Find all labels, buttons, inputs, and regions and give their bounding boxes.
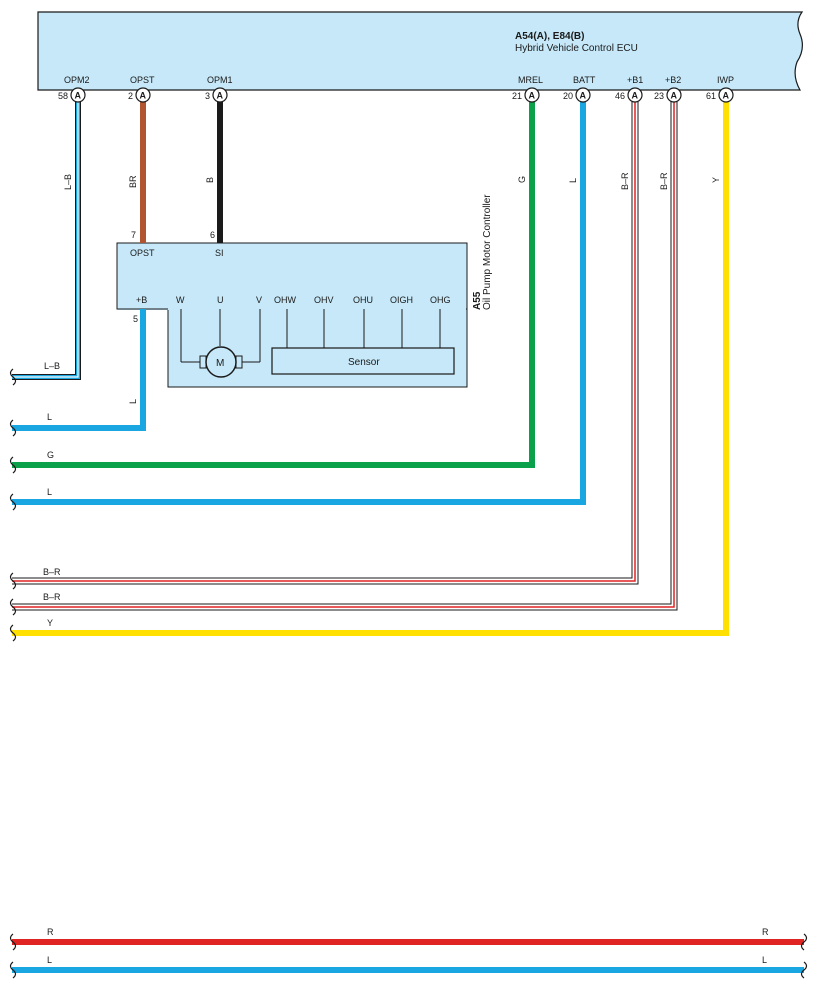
- ecu-code: A54(A), E84(B): [515, 31, 584, 42]
- motor-label: M: [216, 358, 224, 369]
- ecu-pin-label-opm2: OPM2: [64, 75, 90, 85]
- ecu-box: [37, 11, 804, 91]
- ctrl-pin-label-si: SI: [215, 248, 224, 258]
- ecu-connectors: [70, 87, 734, 103]
- wire-opm2: [12, 100, 81, 380]
- ctrl-pin-label-plus-b: +B: [136, 295, 147, 305]
- ctrl-pin-label-ohw: OHW: [274, 295, 297, 305]
- wire-label-mrel: G: [517, 176, 527, 183]
- motor-circuit: [180, 309, 441, 363]
- wire-plus-b: [12, 309, 146, 431]
- wire-label-batt: L: [568, 178, 578, 183]
- ctrl-pin-label-ohg: OHG: [430, 295, 451, 305]
- ecu-pin-num-58: 58: [58, 91, 68, 101]
- ecu-connector-letters: A A A A A A A A: [75, 91, 730, 101]
- ecu-pin-label-opm1: OPM1: [207, 75, 233, 85]
- ctrl-pin-num-6: 6: [210, 230, 215, 240]
- wire-label-b2: B–R: [659, 172, 669, 190]
- ecu-pin-label-b2: +B2: [665, 75, 681, 85]
- svg-text:A: A: [671, 91, 678, 101]
- ecu-pin-num-21: 21: [512, 91, 522, 101]
- left-label-7: Y: [47, 618, 53, 628]
- controller-box-upper: [116, 242, 468, 310]
- ecu-pin-label-iwp: IWP: [717, 75, 734, 85]
- wire-label-opm2: L–B: [63, 174, 73, 190]
- wire-b2: [12, 100, 678, 611]
- wire-b1: [12, 100, 639, 585]
- svg-text:A: A: [632, 91, 639, 101]
- controller-name: Oil Pump Motor Controller: [482, 194, 493, 310]
- wire-iwp: [12, 100, 729, 636]
- ctrl-pin-label-w: W: [176, 295, 185, 305]
- svg-text:A: A: [140, 91, 147, 101]
- ecu-pin-label-batt: BATT: [573, 75, 596, 85]
- sensor-label: Sensor: [348, 357, 380, 368]
- svg-text:A: A: [217, 91, 224, 101]
- ecu-pin-num-23: 23: [654, 91, 664, 101]
- ctrl-pin-label-u: U: [217, 295, 224, 305]
- ecu-pin-num-46: 46: [615, 91, 625, 101]
- ctrl-pin-label-ohv: OHV: [314, 295, 334, 305]
- svg-text:A: A: [529, 91, 536, 101]
- ecu-pin-label-opst: OPST: [130, 75, 155, 85]
- ecu-pin-label-mrel: MREL: [518, 75, 543, 85]
- left-label-2: L: [47, 412, 52, 422]
- wire-label-plus-b: L: [128, 399, 138, 404]
- ctrl-pin-label-v: V: [256, 295, 262, 305]
- wire-label-iwp: Y: [711, 177, 721, 183]
- svg-text:A: A: [723, 91, 730, 101]
- controller-code: A55: [472, 291, 483, 310]
- continuation-marks-left: [9, 368, 17, 979]
- ctrl-pin-num-5: 5: [133, 314, 138, 324]
- ecu-name: Hybrid Vehicle Control ECU: [515, 43, 638, 54]
- controller-title: A55 Oil Pump Motor Controller: [472, 194, 493, 310]
- ctrl-pin-label-ohu: OHU: [353, 295, 373, 305]
- ctrl-pin-label-opst: OPST: [130, 248, 155, 258]
- continuation-marks-right: [800, 933, 808, 979]
- wire-label-opst: BR: [128, 175, 138, 188]
- wire-label-b1: B–R: [620, 172, 630, 190]
- ecu-pin-label-b1: +B1: [627, 75, 643, 85]
- left-label-3: G: [47, 450, 54, 460]
- controller-box-join: [118, 308, 466, 310]
- left-label-1: L–B: [44, 361, 60, 371]
- motor-icon: M: [199, 346, 243, 378]
- ecu-pin-num-2: 2: [128, 91, 133, 101]
- svg-text:A: A: [580, 91, 587, 101]
- ecu-pin-num-61: 61: [706, 91, 716, 101]
- ctrl-pin-label-oigh: OIGH: [390, 295, 413, 305]
- bus-label-blue-left: L: [47, 955, 52, 965]
- bus-label-blue-right: L: [762, 955, 767, 965]
- ecu-pin-num-3: 3: [205, 91, 210, 101]
- ctrl-pin-num-7: 7: [131, 230, 136, 240]
- bus-label-red-left: R: [47, 927, 54, 937]
- svg-text:A: A: [75, 91, 82, 101]
- left-label-4: L: [47, 487, 52, 497]
- wire-label-opm1: B: [205, 177, 215, 183]
- sensor-box: [271, 347, 455, 375]
- bus-label-red-right: R: [762, 927, 769, 937]
- wire-mrel: [12, 100, 535, 468]
- left-label-5: B–R: [43, 567, 61, 577]
- wire-batt: [12, 100, 586, 505]
- ecu-pin-num-20: 20: [563, 91, 573, 101]
- left-label-6: B–R: [43, 592, 61, 602]
